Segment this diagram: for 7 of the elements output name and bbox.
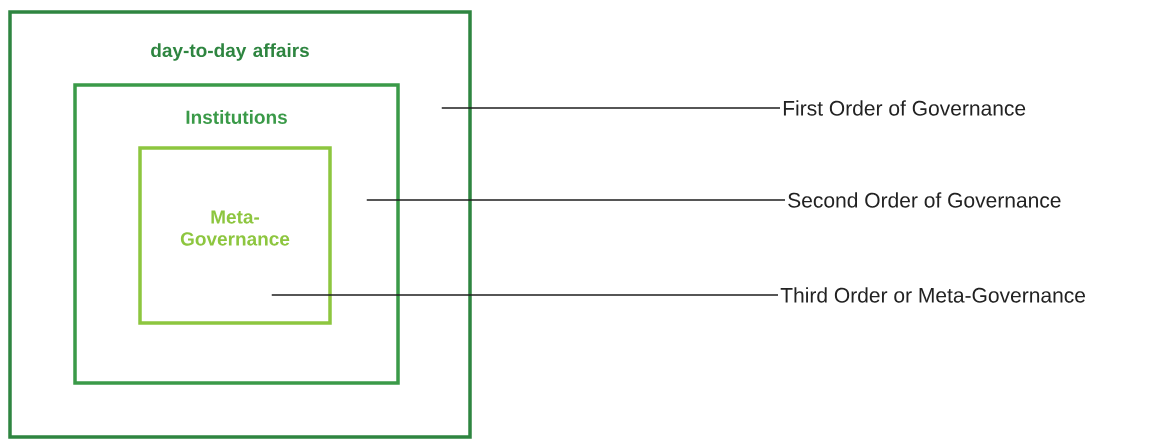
leader-line (270, 294, 779, 296)
leader-line (440, 107, 781, 109)
level-label: Second Order of Governance (788, 192, 1061, 208)
level-label: Third Order or Meta-Governance (780, 287, 1085, 303)
level-label: First Order of Governance (783, 100, 1026, 116)
leader-line (365, 199, 786, 201)
nested-box: Meta-Governance (138, 146, 332, 325)
